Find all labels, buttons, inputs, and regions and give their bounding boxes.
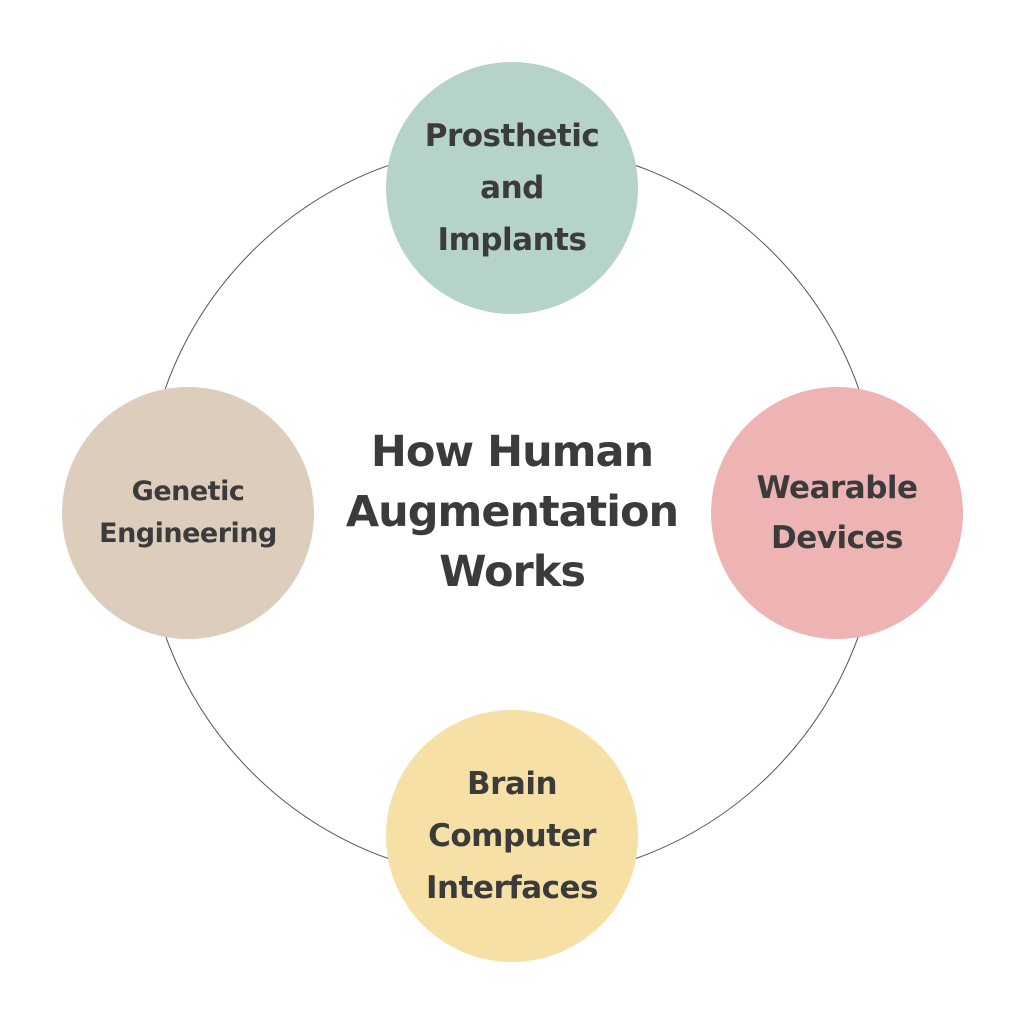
node-label-line: Computer [428, 818, 596, 854]
node-label-line: Implants [437, 222, 587, 258]
title-line: Works [439, 547, 586, 597]
node-label-line: Genetic [131, 476, 245, 507]
node-wearable-devices: Wearable Devices [711, 387, 963, 639]
title-line: How Human [370, 427, 654, 477]
node-label-line: Engineering [99, 518, 277, 549]
diagram-title: How Human Augmentation Works [312, 422, 712, 602]
node-label-line: and [480, 170, 544, 206]
node-genetic-engineering: Genetic Engineering [62, 387, 314, 639]
node-label-line: Interfaces [426, 870, 599, 906]
node-brain-computer-interfaces: Brain Computer Interfaces [386, 710, 638, 962]
node-prosthetic-and-implants: Prosthetic and Implants [386, 62, 638, 314]
node-label-line: Devices [771, 520, 903, 556]
node-label-line: Wearable [756, 470, 918, 506]
node-label-line: Prosthetic [424, 118, 600, 154]
title-line: Augmentation [345, 487, 679, 537]
node-label-line: Brain [466, 766, 558, 802]
